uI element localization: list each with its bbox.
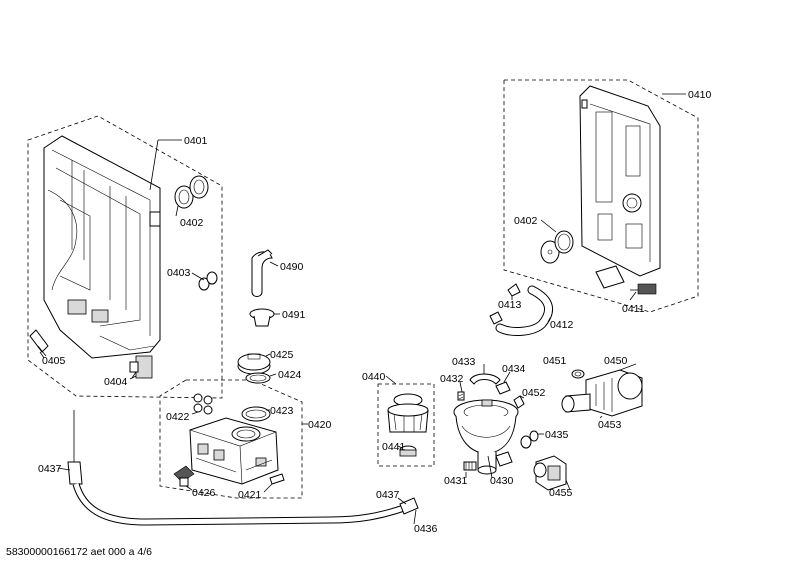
document-id: 58300000166172 aet 000 a 4/6 <box>6 546 152 558</box>
part-0430-sump <box>453 399 519 479</box>
callout-0404: 0404 <box>104 376 128 388</box>
callout-0402-right: 0402 <box>514 215 538 227</box>
part-0421-clip <box>263 473 285 493</box>
callout-0453: 0453 <box>598 419 622 431</box>
part-0426-sensor <box>173 465 195 491</box>
part-0404-switch <box>129 355 153 380</box>
part-0413-clamps <box>489 283 521 325</box>
callout-0420: 0420 <box>308 419 332 431</box>
callout-0455: 0455 <box>549 487 573 499</box>
callout-0452: 0452 <box>522 387 546 399</box>
callout-0424: 0424 <box>278 369 302 381</box>
part-0433-bracket <box>469 364 501 385</box>
part-0420-heater-block <box>189 417 279 485</box>
callout-0423: 0423 <box>270 405 294 417</box>
part-0403-plug <box>191 271 218 291</box>
part-0490-funnel <box>251 249 279 297</box>
callout-0410: 0410 <box>688 89 712 101</box>
part-0412-hose <box>495 285 553 336</box>
callout-0402-left: 0402 <box>180 217 204 229</box>
callout-0434: 0434 <box>502 363 526 375</box>
part-0491-cap <box>249 308 280 327</box>
callout-0433: 0433 <box>452 356 476 368</box>
group-0440-outline <box>377 375 435 467</box>
part-0410-housing <box>579 85 661 277</box>
part-0422-washers <box>191 393 213 415</box>
callout-0401: 0401 <box>184 135 208 147</box>
callout-0430: 0430 <box>490 475 514 487</box>
part-0402-seal-left <box>174 175 209 217</box>
callout-0437-right: 0437 <box>376 489 400 501</box>
group-0401-outline <box>27 115 223 399</box>
part-0432-screw <box>457 381 465 401</box>
callout-0425: 0425 <box>270 349 294 361</box>
group-0420-outline <box>159 379 308 499</box>
part-0450-circulation-pump <box>561 363 643 419</box>
part-0436-drain-hose <box>57 410 419 526</box>
part-0441-valve <box>397 445 417 457</box>
callout-0432: 0432 <box>440 373 464 385</box>
part-0440-filter <box>387 393 429 433</box>
callout-0412: 0412 <box>550 319 574 331</box>
callout-0490: 0490 <box>280 261 304 273</box>
callout-0441: 0441 <box>382 441 406 453</box>
callout-0422: 0422 <box>166 411 190 423</box>
part-0434-clip <box>495 371 511 395</box>
part-0411-sensor <box>595 265 657 301</box>
part-0435-plug <box>520 430 544 449</box>
callout-0491: 0491 <box>282 309 306 321</box>
callout-0403: 0403 <box>167 267 191 279</box>
part-0402-seal-right <box>540 219 574 264</box>
callout-0426: 0426 <box>192 487 216 499</box>
part-0424-seal <box>245 372 277 384</box>
callout-0450: 0450 <box>604 355 628 367</box>
callout-0413: 0413 <box>498 299 522 311</box>
callout-0405: 0405 <box>42 355 66 367</box>
part-0455-pump <box>533 455 571 491</box>
callout-0435: 0435 <box>545 429 569 441</box>
callout-0451: 0451 <box>543 355 567 367</box>
part-0425-ring <box>237 353 271 375</box>
callout-0421: 0421 <box>238 489 262 501</box>
part-0452-clip <box>513 395 525 409</box>
callout-0440: 0440 <box>362 371 386 383</box>
part-0451-ring <box>571 369 585 379</box>
base-frame-part <box>43 135 161 359</box>
group-0410-outline <box>503 79 699 313</box>
callout-0437-left: 0437 <box>38 463 62 475</box>
callout-0436: 0436 <box>414 523 438 535</box>
callout-0411: 0411 <box>622 303 645 315</box>
callout-0431: 0431 <box>444 475 468 487</box>
part-0431-nozzle <box>463 461 477 478</box>
part-0405-clip <box>29 329 49 357</box>
part-0423-seal-ring <box>241 406 271 422</box>
